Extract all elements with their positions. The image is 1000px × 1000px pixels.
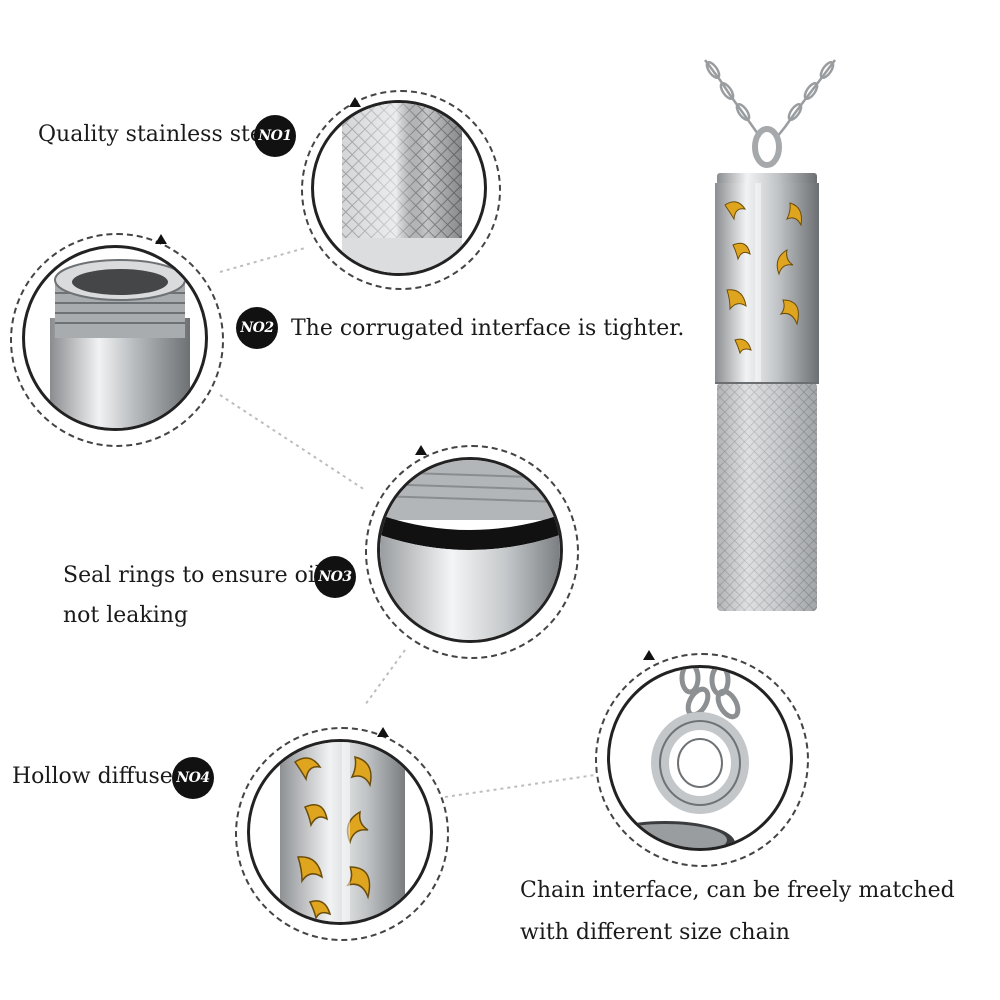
detail-ring-4 (235, 727, 449, 941)
feature-5-label-line1: Chain interface, can be freely matched (520, 878, 955, 903)
detail-ring-2 (10, 233, 224, 447)
detail-ring-3 (365, 445, 579, 659)
threaded-opening-closeup (22, 245, 208, 431)
detail-ring-5 (595, 653, 809, 867)
knurled-steel-closeup (311, 100, 487, 276)
ring-4-arrow-icon (377, 727, 389, 737)
ring-2-arrow-icon (155, 234, 167, 244)
feature-4-badge: NO4 (172, 757, 214, 799)
feature-5-label-line2: with different size chain (520, 920, 790, 945)
feature-1-badge: NO1 (254, 115, 296, 157)
chain-interface-closeup (607, 665, 793, 851)
ring-5-arrow-icon (643, 650, 655, 660)
feature-3-label-line2: not leaking (63, 603, 189, 628)
feature-3-label-line1: Seal rings to ensure oil is (63, 563, 348, 588)
ring-1-arrow-icon (349, 97, 361, 107)
pendant-necklace-image (704, 59, 836, 611)
hollow-diffuser-closeup (247, 739, 433, 925)
feature-4-label: Hollow diffuser (12, 764, 184, 789)
feature-3-badge: NO3 (314, 556, 356, 598)
feature-2-badge: NO2 (236, 307, 278, 349)
feature-2-label: The corrugated interface is tighter. (291, 316, 685, 341)
detail-ring-1 (301, 90, 501, 290)
feature-1-label: Quality stainless steel (38, 122, 283, 147)
seal-ring-closeup (377, 457, 563, 643)
ring-3-arrow-icon (415, 445, 427, 455)
